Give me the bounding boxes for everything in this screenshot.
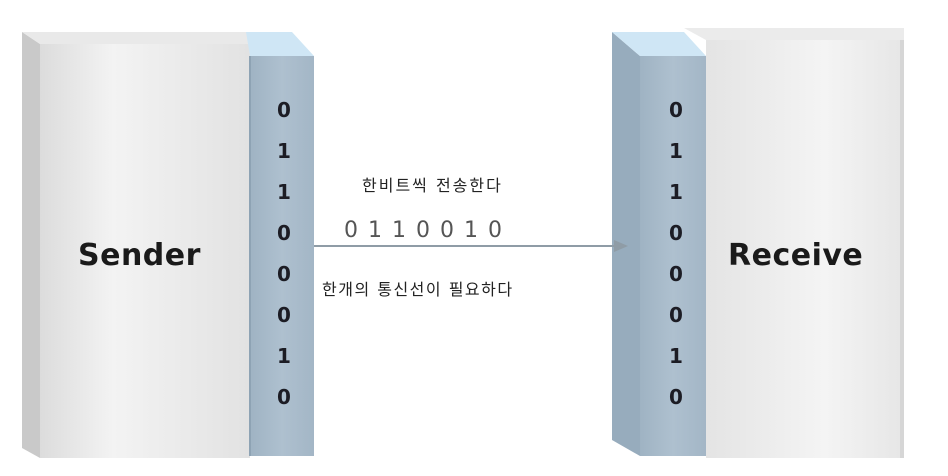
receiver-bit: 0 [669,262,683,286]
sender-buffer-top [246,32,314,56]
receiver-bit-column: 0 1 1 0 0 0 1 0 [664,90,688,418]
sender-bit: 1 [277,139,291,163]
receiver-block-edge [900,40,904,458]
sender-bit: 1 [277,180,291,204]
receiver-buffer-top [612,32,706,56]
receiver-buffer-side [612,32,640,456]
sender-block-side [22,32,40,458]
receiver-block [684,28,904,458]
receiver-bit: 0 [669,221,683,245]
sender-bit: 0 [277,303,291,327]
receiver-buffer-front [640,56,706,456]
sender-bit: 1 [277,344,291,368]
sender-label: Sender [78,238,201,273]
receiver-bit: 0 [669,98,683,122]
arrowhead-icon [614,240,628,252]
receiver-bit: 0 [669,303,683,327]
sender-buffer [246,32,314,456]
bit-stream: 0110010 [344,218,512,243]
receiver-block-top [684,28,904,40]
transmission-caption-bottom: 한개의 통신선이 필요하다 [322,280,514,299]
sender-bit: 0 [277,221,291,245]
sender-buffer-front [250,56,314,456]
receiver-bit: 1 [669,139,683,163]
sender-bit-column: 0 1 1 0 0 0 1 0 [272,90,296,418]
receiver-block-front [706,40,904,458]
receiver-bit: 1 [669,180,683,204]
transmission-arrow [314,240,628,252]
sender-bit: 0 [277,385,291,409]
receiver-label: Receive [728,238,864,273]
sender-bit: 0 [277,262,291,286]
receiver-buffer [612,32,706,456]
sender-block-front [40,44,250,458]
receiver-bit: 1 [669,344,683,368]
sender-bit: 0 [277,98,291,122]
sender-block-top [22,32,260,44]
sender-block [22,32,260,458]
receiver-bit: 0 [669,385,683,409]
transmission-caption-top: 한비트씩 전송한다 [362,176,503,195]
